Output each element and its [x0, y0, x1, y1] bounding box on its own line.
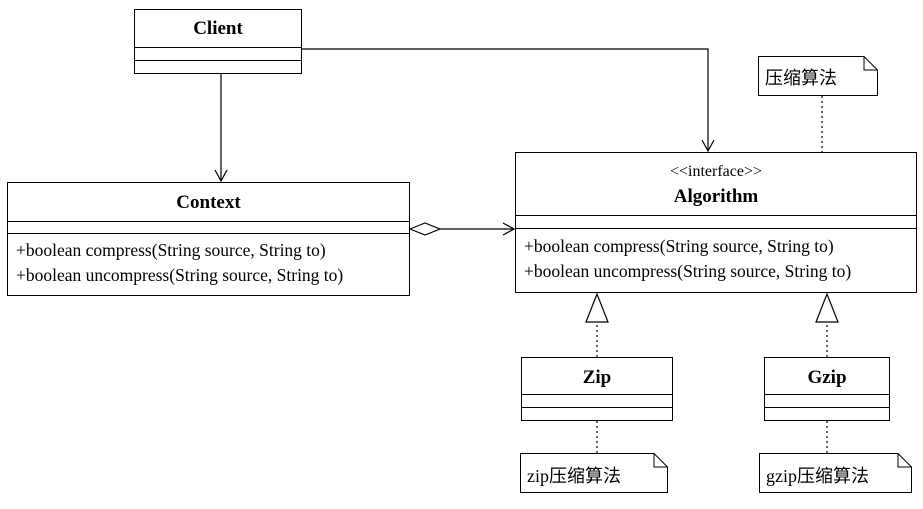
class-context-divider — [8, 221, 409, 222]
note-algorithm-text: 压缩算法 — [765, 68, 837, 88]
class-gzip-name: Gzip — [807, 367, 847, 388]
class-algorithm-divider — [516, 228, 916, 229]
operation: +boolean compress(String source, String … — [524, 236, 834, 256]
note-gzip-text: gzip压缩算法 — [766, 466, 869, 486]
aggregation-diamond — [408, 222, 442, 236]
class-context-operations: +boolean compress(String source, String … — [16, 238, 405, 288]
note-zip[interactable]: zip压缩算法 — [520, 453, 668, 493]
class-client-name: Client — [193, 18, 243, 39]
class-algorithm-divider — [516, 215, 916, 216]
operation: +boolean uncompress(String source, Strin… — [524, 261, 852, 281]
class-gzip-divider — [765, 394, 889, 395]
note-gzip[interactable]: gzip压缩算法 — [759, 453, 912, 493]
operation: +boolean uncompress(String source, Strin… — [16, 265, 344, 285]
class-gzip-divider — [765, 407, 889, 408]
note-shape — [758, 56, 878, 96]
realization-gzip-triangle — [815, 292, 839, 323]
note-zip-text: zip压缩算法 — [527, 466, 621, 486]
class-zip-name: Zip — [582, 367, 612, 388]
class-context-name: Context — [176, 192, 241, 213]
class-client-divider — [135, 60, 301, 61]
note-shape — [759, 453, 912, 493]
operation: +boolean compress(String source, String … — [16, 240, 326, 260]
association-client-algorithm — [302, 48, 715, 153]
class-algorithm[interactable]: <<interface>> Algorithm +boolean compres… — [515, 152, 917, 293]
class-context[interactable]: Context +boolean compress(String source,… — [7, 182, 410, 296]
class-algorithm-name: Algorithm — [673, 186, 759, 207]
class-gzip[interactable]: Gzip — [764, 357, 890, 421]
class-context-divider — [8, 233, 409, 234]
class-client[interactable]: Client — [134, 9, 302, 74]
note-algorithm[interactable]: 压缩算法 — [758, 56, 878, 96]
note-shape — [520, 453, 668, 493]
class-algorithm-operations: +boolean compress(String source, String … — [524, 234, 912, 284]
class-client-divider — [135, 47, 301, 48]
class-zip-divider — [522, 407, 672, 408]
realization-zip-triangle — [585, 292, 609, 323]
class-zip-divider — [522, 394, 672, 395]
class-algorithm-stereotype: <<interface>> — [669, 163, 763, 180]
class-zip[interactable]: Zip — [521, 357, 673, 421]
